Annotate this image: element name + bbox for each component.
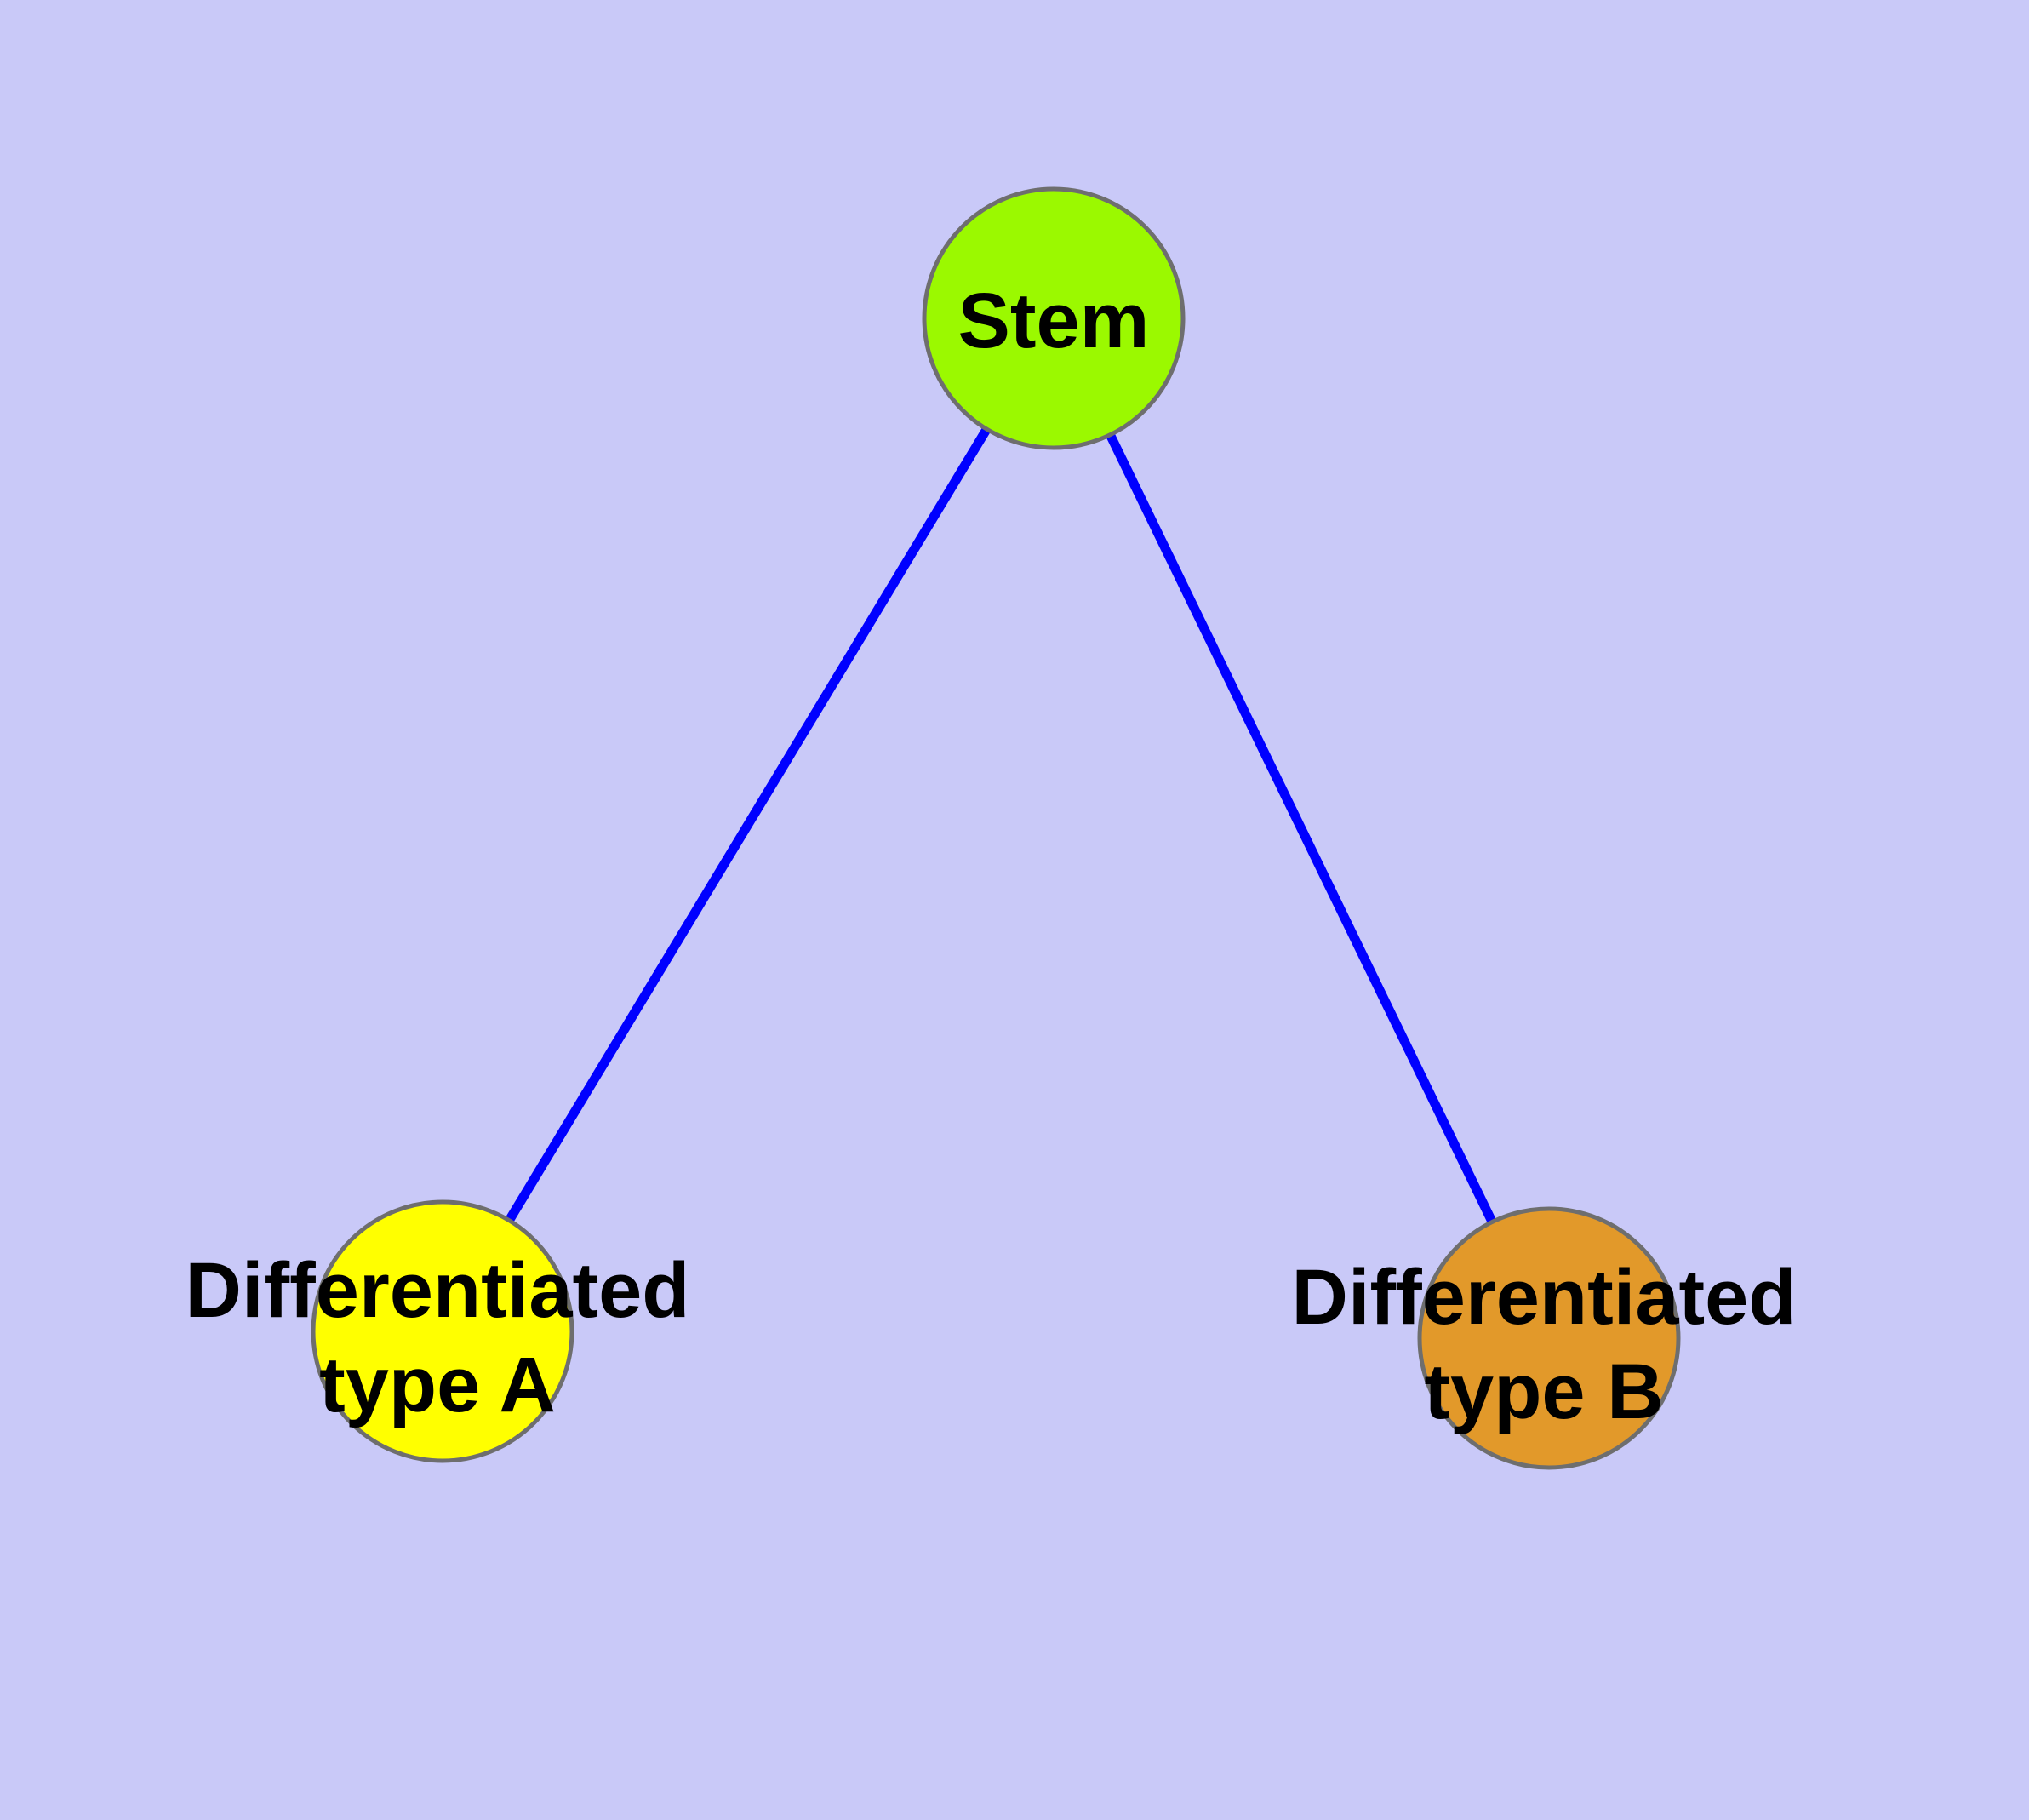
type-a-node: Differentiated type A (186, 1199, 690, 1463)
edge-stem-to-type-a (505, 426, 992, 1223)
type-b-node-circle (1417, 1206, 1681, 1470)
type-a-node-circle (311, 1199, 574, 1463)
type-a-node-label-line2: type A (319, 1342, 556, 1428)
type-b-node: Differentiated type B (1292, 1206, 1797, 1470)
stem-node: Stem (922, 186, 1186, 450)
type-a-node-label-line1: Differentiated (186, 1247, 690, 1334)
stem-node-label: Stem (958, 278, 1150, 364)
edge-stem-to-type-b (1106, 432, 1497, 1226)
stem-node-circle (922, 186, 1186, 450)
type-b-node-label-line1: Differentiated (1292, 1254, 1797, 1341)
type-b-node-label-line2: type B (1424, 1348, 1663, 1435)
